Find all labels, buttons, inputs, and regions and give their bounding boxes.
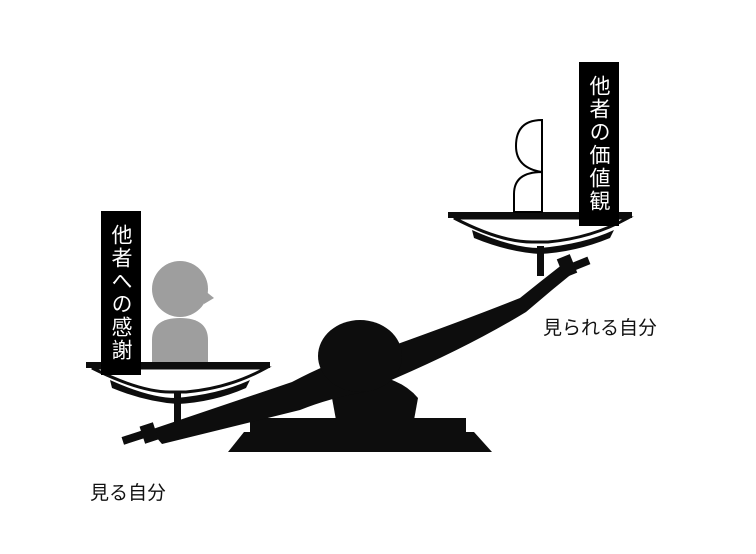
seen-self-caption: 見られる自分 <box>543 317 658 339</box>
person-icon <box>152 261 214 362</box>
gratitude-label: 他者への感謝 <box>101 211 141 375</box>
scale-pivot <box>318 320 402 392</box>
scale-beam <box>121 246 591 445</box>
person-outline-icon <box>513 118 543 213</box>
self-view-caption: 見る自分 <box>90 482 167 504</box>
others-values-label: 他者の価値観 <box>579 62 619 226</box>
